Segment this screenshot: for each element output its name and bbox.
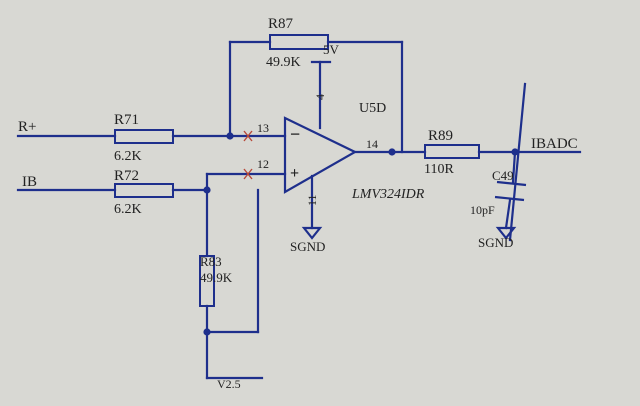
r72-ref: R72 bbox=[114, 168, 139, 184]
net-sgnd-amp: SGND bbox=[290, 239, 325, 254]
r71-ref: R71 bbox=[114, 112, 139, 128]
resistor-r71 bbox=[114, 129, 174, 144]
resistor-r83 bbox=[199, 255, 215, 307]
opamp-plus-sign: + bbox=[290, 165, 299, 182]
r89-ref: R89 bbox=[428, 128, 453, 144]
wire-cap-bottom bbox=[504, 198, 512, 230]
junction-ibadc bbox=[511, 148, 519, 156]
r89-value: 110R bbox=[424, 162, 454, 177]
pin-inv-number: 13 bbox=[257, 121, 269, 135]
opamp-part: LMV324IDR bbox=[351, 187, 425, 202]
r87-value: 49.9K bbox=[266, 55, 301, 70]
pin-marks bbox=[243, 130, 253, 180]
pin-noninv-number: 12 bbox=[257, 157, 269, 171]
resistor-r87 bbox=[269, 34, 329, 50]
resistor-r89 bbox=[424, 144, 480, 159]
junction-r83 bbox=[203, 328, 211, 336]
resistor-r72 bbox=[114, 183, 174, 198]
wire-ibadc-bus bbox=[508, 82, 527, 242]
net-v25: V2.5 bbox=[217, 377, 241, 391]
opamp-triangle bbox=[283, 116, 358, 194]
junction-noninv bbox=[203, 186, 211, 194]
net-sgnd-cap: SGND bbox=[478, 235, 513, 250]
net-5v: 5V bbox=[323, 42, 340, 57]
opamp-minus-sign: − bbox=[290, 124, 300, 144]
pin-gnd-number: 11 bbox=[305, 194, 319, 206]
net-ibadc: IBADC bbox=[531, 136, 578, 152]
junction-output bbox=[388, 148, 396, 156]
c49-ref: C49 bbox=[492, 168, 514, 183]
r72-value: 6.2K bbox=[114, 202, 142, 217]
ground-symbol-amp bbox=[301, 226, 323, 240]
wire-cap-top bbox=[511, 150, 517, 184]
junction-feedback bbox=[226, 132, 234, 140]
capacitor-c49 bbox=[494, 180, 527, 202]
pin-vcc-number: 4 bbox=[313, 94, 327, 100]
net-ib: IB bbox=[22, 174, 37, 190]
net-rplus: R+ bbox=[18, 119, 36, 135]
pin-out-number: 14 bbox=[366, 137, 378, 151]
r83-ref: R83 bbox=[200, 254, 222, 269]
ground-symbol-cap bbox=[495, 226, 517, 240]
r87-ref: R87 bbox=[268, 16, 294, 32]
r71-value: 6.2K bbox=[114, 149, 142, 164]
opamp-ref: U5D bbox=[359, 101, 386, 116]
c49-value: 10pF bbox=[470, 203, 495, 217]
r83-value: 49.9K bbox=[200, 270, 233, 285]
